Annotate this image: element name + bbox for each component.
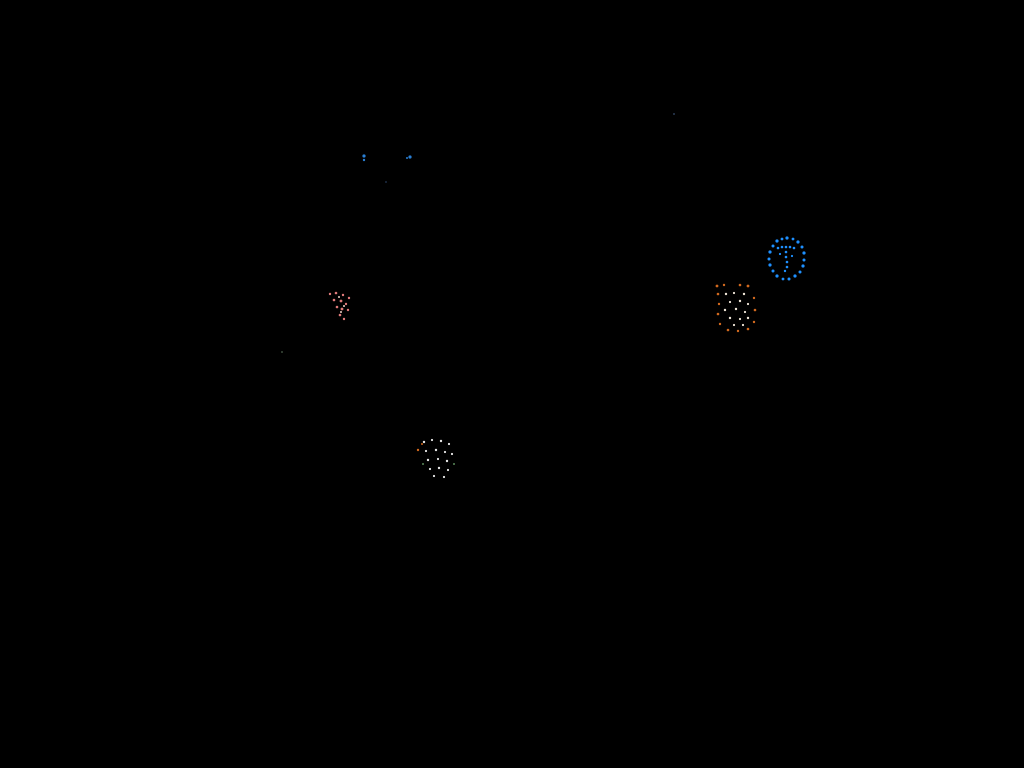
star-speck: [673, 113, 675, 115]
blip-icon: [362, 154, 412, 162]
blue-ring-sprite[interactable]: [766, 234, 808, 284]
white-cube-icon: [416, 438, 455, 479]
star-speck: [281, 351, 283, 353]
pink-spark-icon: [328, 291, 351, 321]
blue-ring-icon: [767, 236, 806, 281]
white-cube-sprite[interactable]: [414, 434, 460, 484]
ember-crate-icon: [715, 283, 757, 333]
blue-blip-pair[interactable]: [356, 150, 416, 166]
ember-crate-sprite[interactable]: [712, 282, 760, 334]
pink-spark-sprite[interactable]: [322, 288, 358, 326]
star-speck: [385, 181, 387, 183]
